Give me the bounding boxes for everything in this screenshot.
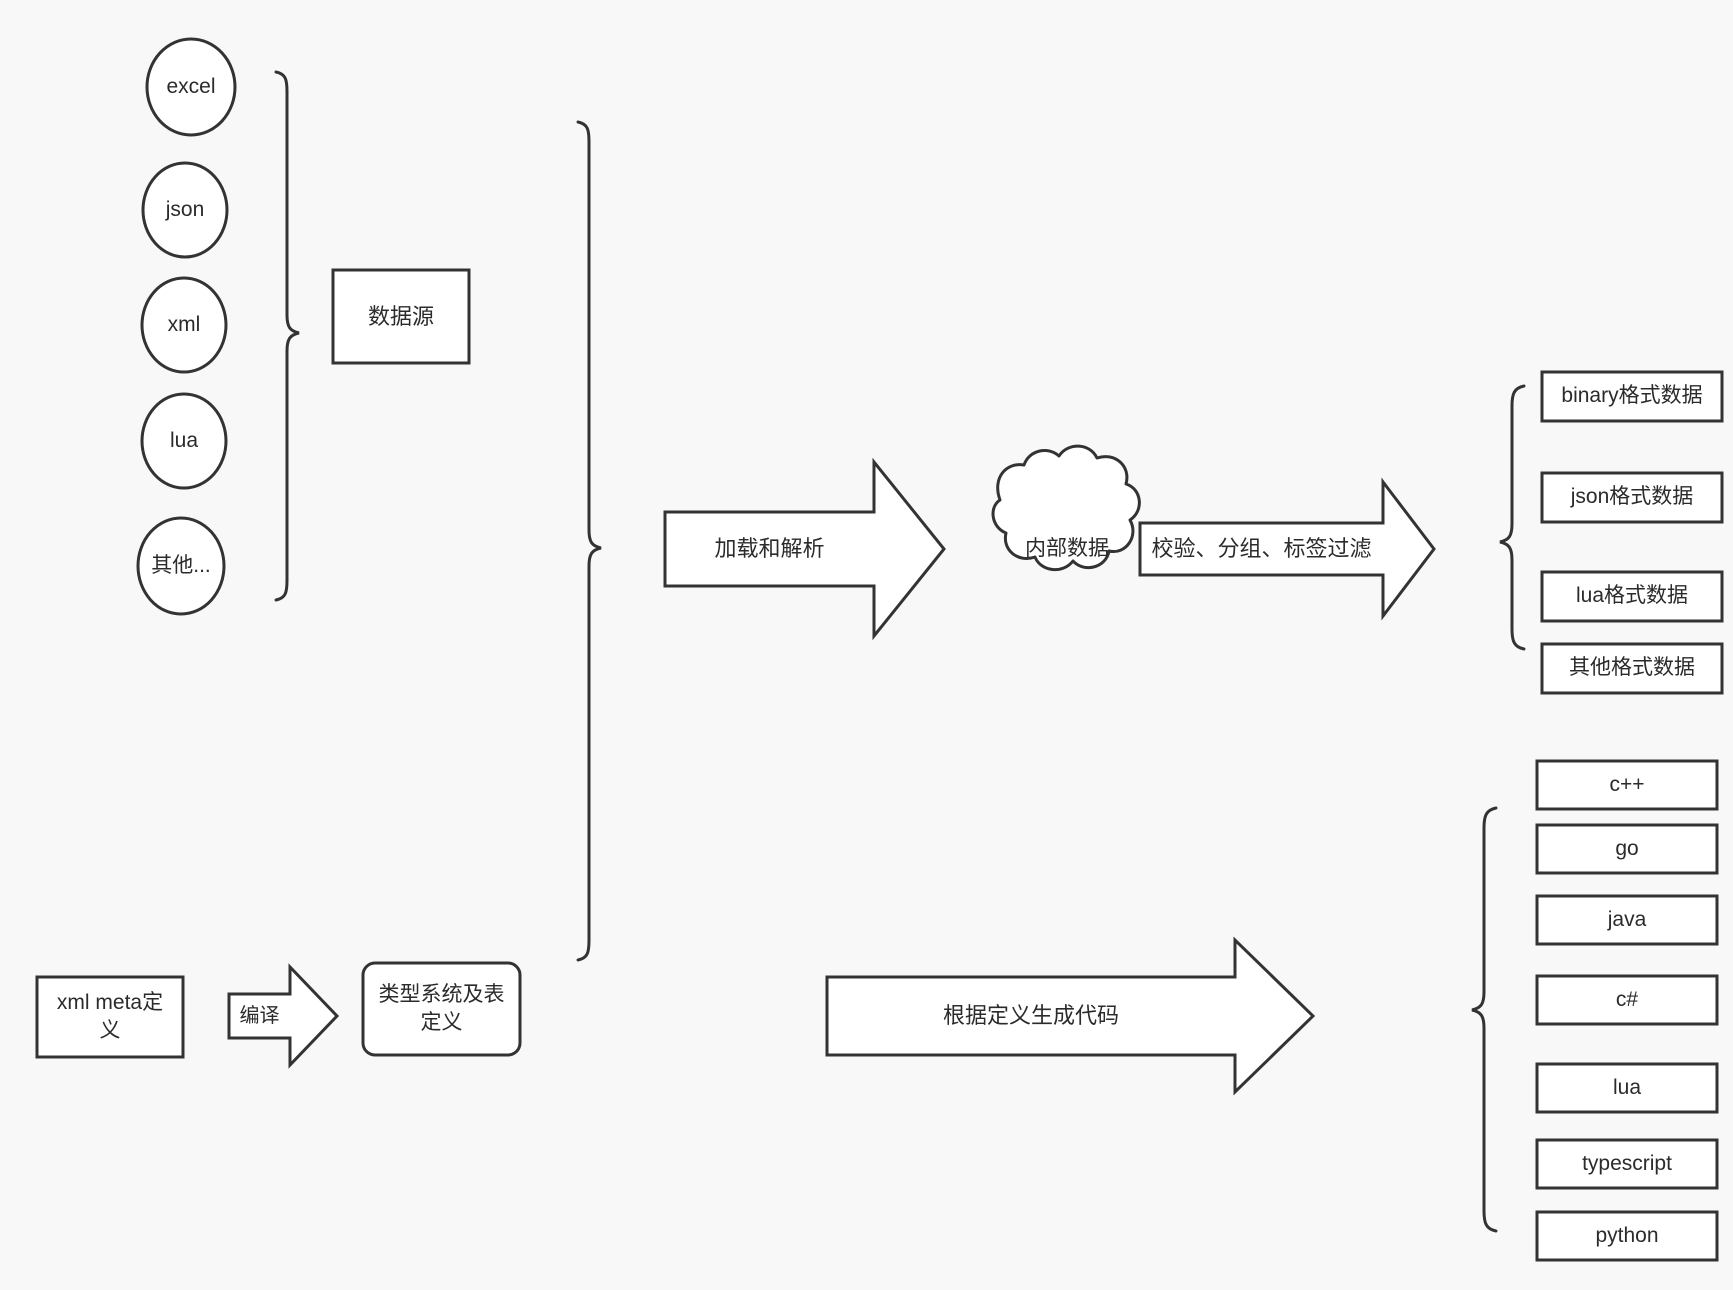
data-outputs-brace <box>1499 384 1526 651</box>
data-output-box-2[interactable] <box>1540 570 1724 623</box>
code-output-box-0[interactable] <box>1535 759 1719 811</box>
code-output-box-1[interactable] <box>1535 823 1719 875</box>
codegen-arrow[interactable] <box>825 936 1316 1096</box>
code-output-box-5[interactable] <box>1535 1138 1719 1190</box>
validate-filter-arrow[interactable] <box>1138 477 1436 621</box>
source-node-xml[interactable] <box>140 276 228 374</box>
data-output-box-0[interactable] <box>1540 370 1724 423</box>
code-output-box-3[interactable] <box>1535 974 1719 1026</box>
internal-data-cloud[interactable] <box>991 444 1141 571</box>
code-output-box-4[interactable] <box>1535 1062 1719 1114</box>
compile-arrow[interactable] <box>227 963 340 1069</box>
code-output-box-6[interactable] <box>1535 1210 1719 1262</box>
type-system-box[interactable] <box>361 961 522 1057</box>
pipeline-input-brace <box>576 120 602 962</box>
source-node-other[interactable] <box>136 516 226 616</box>
code-outputs-brace <box>1471 806 1498 1233</box>
load-parse-arrow[interactable] <box>663 457 946 641</box>
source-node-lua[interactable] <box>140 392 228 490</box>
source-node-json[interactable] <box>141 161 229 259</box>
source-node-excel[interactable] <box>145 37 237 137</box>
data-output-box-1[interactable] <box>1540 471 1724 524</box>
data-source-box[interactable] <box>331 268 471 365</box>
xml-meta-box[interactable] <box>35 975 185 1059</box>
data-output-box-3[interactable] <box>1540 642 1724 695</box>
code-output-box-2[interactable] <box>1535 894 1719 946</box>
sources-brace <box>274 70 300 602</box>
